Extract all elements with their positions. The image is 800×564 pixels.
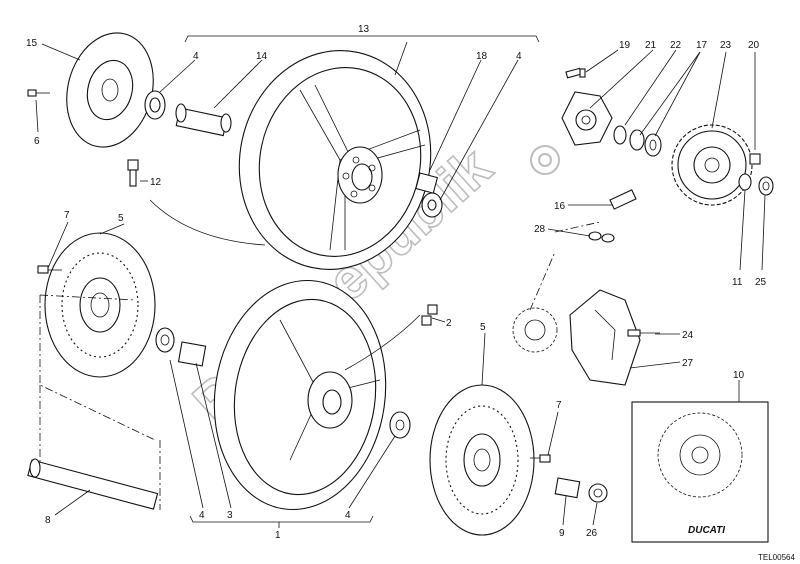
bearing-front-right (389, 411, 411, 439)
bearing-17 (644, 133, 662, 157)
bearing-upper-right (421, 192, 443, 218)
brand-logo: DUCATI (688, 525, 725, 536)
callout-9: 9 (559, 528, 565, 539)
front-brake-disc-left (44, 232, 156, 378)
chain-link-16 (609, 189, 637, 210)
callout-12: 12 (150, 177, 162, 188)
callout-4-d: 4 (345, 510, 351, 521)
bracket-13 (184, 35, 540, 43)
sprocket-cover-27 (569, 289, 641, 386)
callout-26: 26 (586, 528, 598, 539)
chain-clip-28 (588, 231, 615, 243)
bushing-18 (415, 172, 439, 194)
callout-4-b: 4 (516, 51, 522, 62)
callout-1: 1 (275, 530, 281, 541)
callout-16: 16 (554, 201, 566, 212)
callout-24: 24 (682, 330, 694, 341)
callout-17: 17 (696, 40, 708, 51)
callout-7: 7 (64, 210, 70, 221)
bolt-12 (127, 159, 266, 246)
rear-wheel-rim (238, 50, 432, 270)
callout-23: 23 (720, 40, 732, 51)
callout-3: 3 (227, 510, 233, 521)
disc-bolt (27, 89, 50, 97)
callout-27: 27 (682, 358, 694, 369)
bearing-upper-left (144, 90, 166, 120)
rear-brake-disc (66, 32, 154, 148)
callout-20: 20 (748, 40, 760, 51)
callout-6: 6 (34, 136, 40, 147)
washer-11 (738, 173, 752, 191)
disc-bolt-7-left (37, 265, 62, 274)
nut-20 (749, 153, 761, 165)
callout-2: 2 (446, 318, 452, 329)
front-wheel-rim (213, 279, 387, 511)
callout-5: 5 (118, 213, 124, 224)
callout-15: 15 (26, 38, 38, 49)
callout-11: 11 (732, 277, 743, 288)
front-brake-disc-right (429, 384, 535, 536)
callout-28: 28 (534, 224, 546, 235)
front-sprocket (512, 307, 558, 353)
callout-7-b: 7 (556, 400, 562, 411)
callout-19: 19 (619, 40, 631, 51)
leader-lines (35, 41, 766, 528)
callout-21: 21 (645, 40, 657, 51)
stud-19 (565, 67, 586, 79)
callout-25: 25 (755, 277, 767, 288)
rear-sprocket-23 (671, 124, 753, 206)
nut-26 (588, 483, 608, 503)
front-axle-8 (27, 458, 159, 510)
callout-4-c: 4 (199, 510, 205, 521)
bracket-1 (189, 515, 374, 523)
callout-18: 18 (476, 51, 488, 62)
bolt-2 (344, 304, 438, 371)
callout-8: 8 (45, 515, 51, 526)
callout-numbers: 15 6 4 14 13 18 4 19 21 22 17 23 20 12 7… (26, 24, 767, 541)
drawing-code: TEL00564 (758, 553, 795, 562)
screw-24 (627, 329, 660, 337)
washer-25 (758, 176, 774, 196)
watermark-gear-icon (530, 145, 560, 175)
parts-kit-10: DUCATI (631, 401, 769, 543)
spacer-22 (613, 125, 645, 151)
callout-5-b: 5 (480, 322, 486, 333)
callout-4: 4 (193, 51, 199, 62)
callout-22: 22 (670, 40, 682, 51)
disc-bolt-7-right (530, 454, 551, 463)
spacer-9 (554, 477, 581, 499)
callout-10: 10 (733, 370, 745, 381)
spacer-3 (177, 341, 207, 367)
bearing-front-left (155, 327, 175, 353)
assembly-dash-lines (39, 221, 601, 510)
callout-13: 13 (358, 24, 370, 35)
spacer-14 (175, 103, 232, 137)
callout-14: 14 (256, 51, 268, 62)
sprocket-carrier-21 (561, 91, 613, 146)
